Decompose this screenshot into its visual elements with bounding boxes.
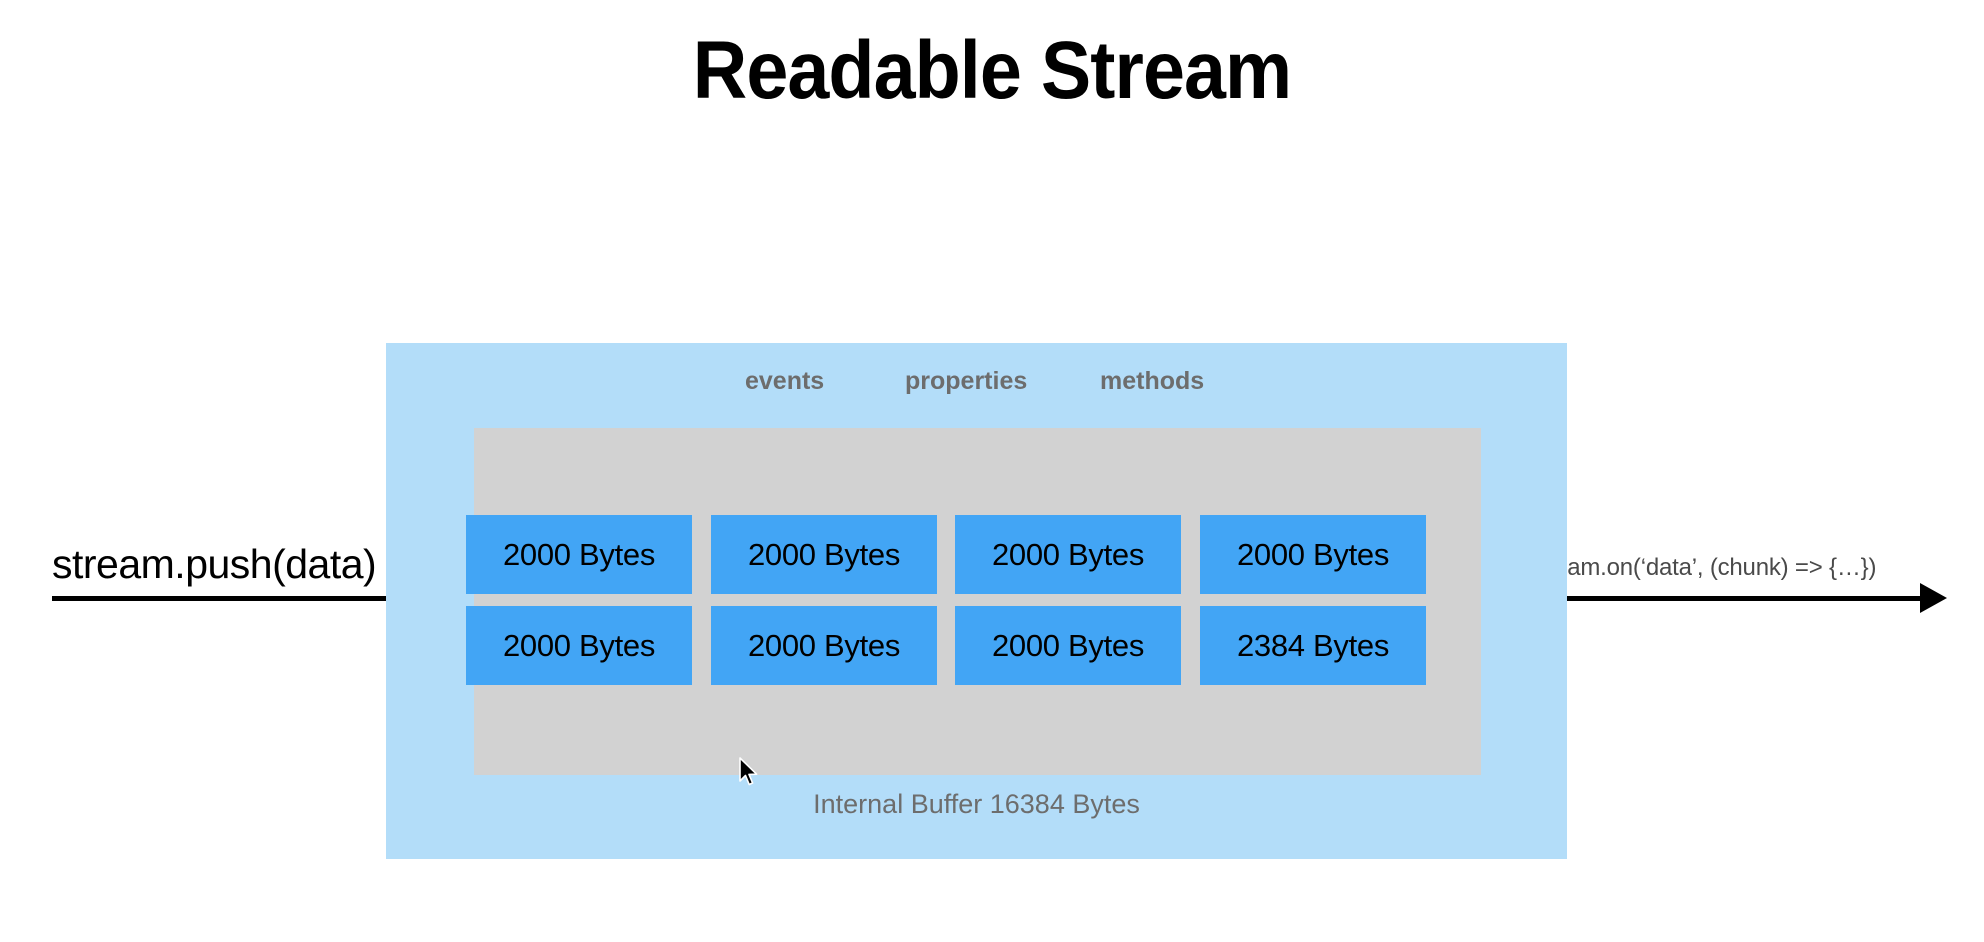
- section-label-events: events: [745, 367, 825, 395]
- chunk-label: 2384 Bytes: [1236, 627, 1390, 663]
- chunk-label: 2000 Bytes: [502, 627, 656, 663]
- chunk-label: 2000 Bytes: [747, 627, 901, 663]
- inbound-flow-label: stream.push(data): [52, 541, 377, 587]
- chunk-grid: 2000 Bytes 2000 Bytes 2000 Bytes 2000 By…: [466, 515, 1487, 686]
- inbound-arrow-line: [52, 596, 438, 601]
- readable-stream-panel: events properties methods 2000 Bytes 200…: [386, 343, 1567, 859]
- arrow-right-icon: [1920, 583, 1947, 613]
- chunk-box: 2384 Bytes: [1200, 606, 1426, 685]
- chunk-box: 2000 Bytes: [955, 606, 1181, 685]
- outbound-arrow-line: [1500, 596, 1922, 601]
- chunk-box: 2000 Bytes: [466, 606, 692, 685]
- chunk-label: 2000 Bytes: [502, 536, 656, 572]
- internal-buffer: [474, 428, 1481, 775]
- section-label-methods: methods: [1100, 367, 1205, 395]
- page-title: Readable Stream: [692, 25, 1292, 116]
- chunk-box: 2000 Bytes: [466, 515, 692, 594]
- internal-buffer-caption: Internal Buffer 16384 Bytes: [813, 789, 1140, 819]
- chunk-box: 2000 Bytes: [711, 515, 937, 594]
- chunk-label: 2000 Bytes: [991, 627, 1145, 663]
- chunk-box: 2000 Bytes: [1200, 515, 1426, 594]
- chunk-box: 2000 Bytes: [955, 515, 1181, 594]
- chunk-row: 2000 Bytes 2000 Bytes 2000 Bytes 2000 By…: [466, 515, 1487, 594]
- outbound-flow-label: stream.on(‘data’, (chunk) => {…}): [1528, 554, 1877, 581]
- section-label-row: events properties methods: [386, 343, 1567, 403]
- chunk-box: 2000 Bytes: [711, 606, 937, 685]
- chunk-label: 2000 Bytes: [991, 536, 1145, 572]
- section-label-properties: properties: [905, 367, 1028, 395]
- chunk-label: 2000 Bytes: [747, 536, 901, 572]
- chunk-label: 2000 Bytes: [1236, 536, 1390, 572]
- chunk-row: 2000 Bytes 2000 Bytes 2000 Bytes 2384 By…: [466, 606, 1487, 685]
